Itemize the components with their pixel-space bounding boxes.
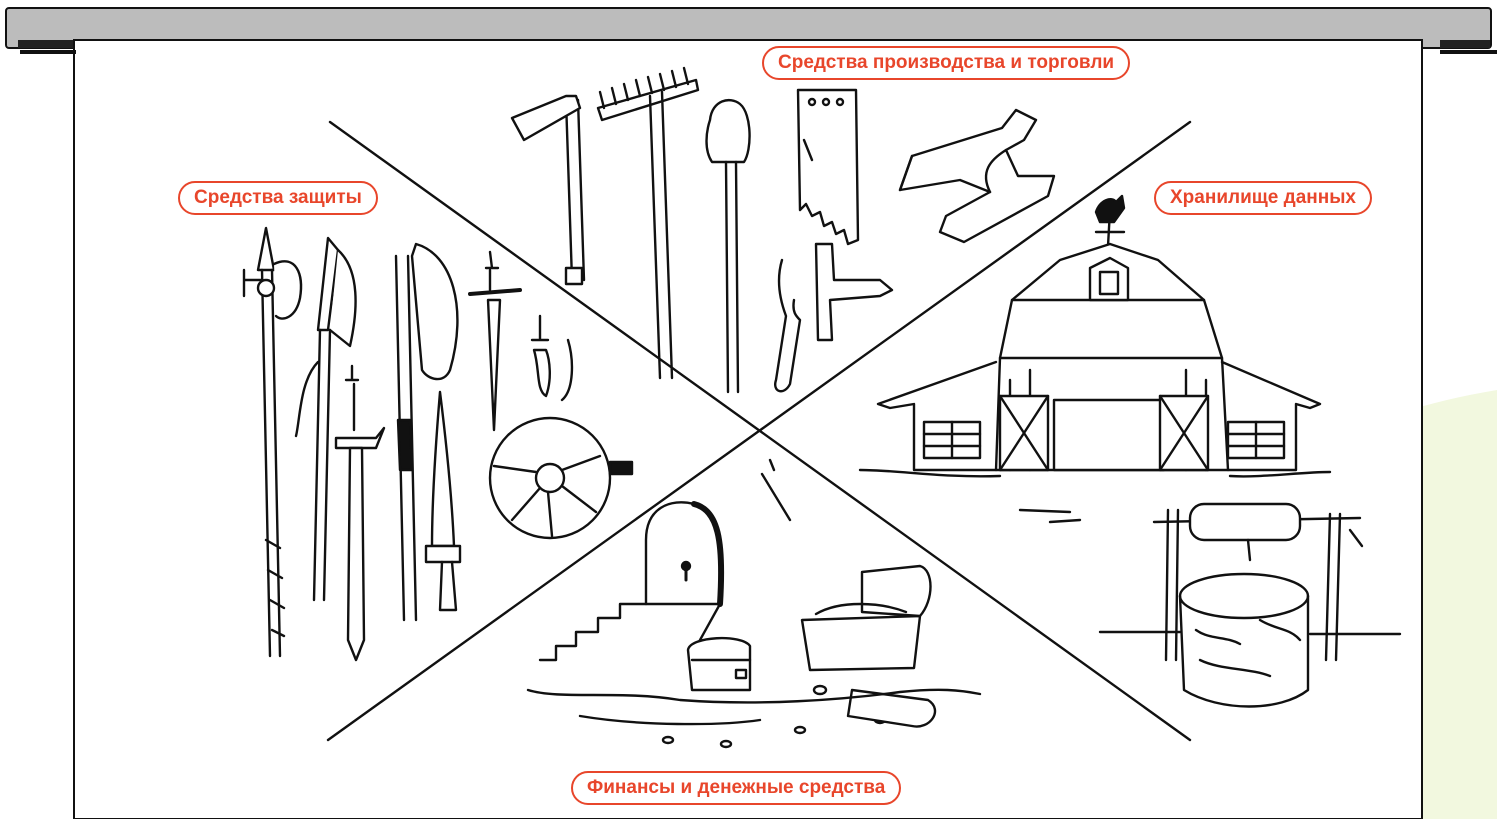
- label-data-storage: Хранилище данных: [1154, 181, 1372, 215]
- label-finance: Финансы и денежные средства: [571, 771, 901, 805]
- door-icon: [646, 502, 721, 604]
- label-production-and-trade: Средства производства и торговли: [762, 46, 1130, 80]
- label-protection: Средства защиты: [178, 181, 378, 215]
